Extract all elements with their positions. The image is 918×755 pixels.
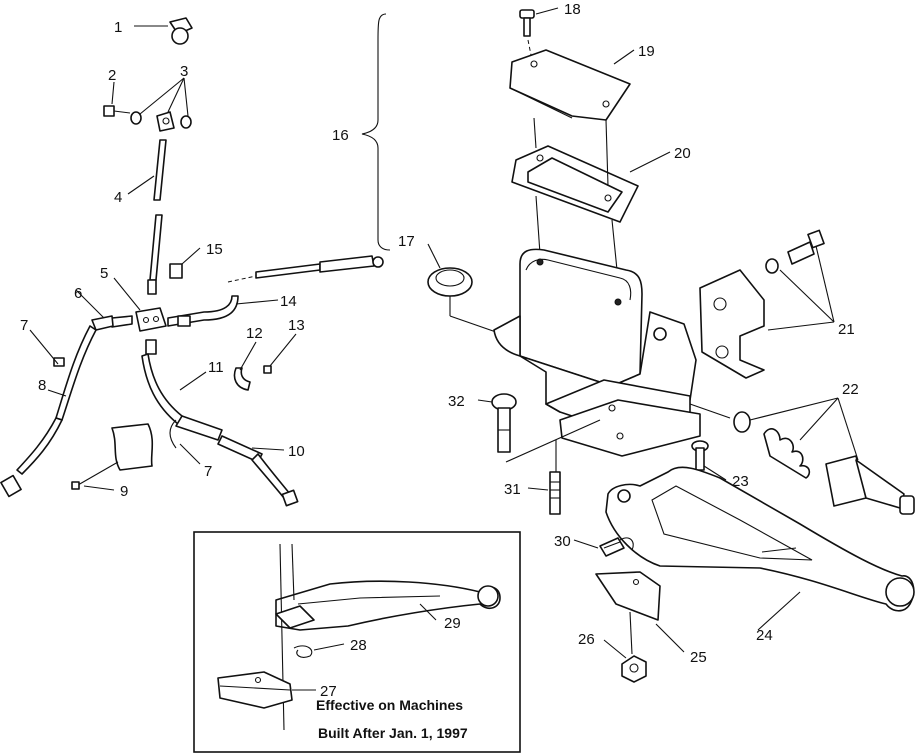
callout-17: 17 (398, 233, 415, 250)
part-19-reservoir-cover (509, 49, 631, 121)
callout-4: 4 (114, 189, 122, 206)
part-26-nut (621, 655, 647, 683)
callout-7-lower: 7 (204, 463, 212, 480)
part-18-screw (519, 9, 535, 61)
part-20-gasket (511, 145, 639, 223)
part-15-fitting (169, 263, 183, 279)
brake-line-assembly (0, 17, 384, 507)
part-4-brake-hose (147, 139, 167, 295)
master-cylinder-body (493, 248, 701, 457)
inset-panel: Effective on Machines Built After Jan. 1… (193, 531, 521, 753)
callout-7: 7 (20, 317, 28, 334)
part-2-bolt (103, 105, 131, 117)
callout-24: 24 (756, 627, 773, 644)
part-28-spring-clip (275, 605, 315, 658)
callout-27: 27 (320, 683, 337, 700)
part-21-clamp (699, 229, 825, 379)
callout-6: 6 (74, 285, 82, 302)
callout-28: 28 (350, 637, 367, 654)
callout-19: 19 (638, 43, 655, 60)
part-9-bracket (71, 423, 154, 490)
callout-21: 21 (838, 321, 855, 338)
callout-numbers: 1 2 3 4 5 6 7 8 9 10 11 12 13 14 15 16 1… (20, 1, 859, 700)
callout-22: 22 (842, 381, 859, 398)
part-23-pivot-pin (691, 440, 709, 471)
part-32-bolt (491, 393, 517, 453)
part-14-brake-line (167, 295, 239, 327)
callout-14: 14 (280, 293, 297, 310)
part-29-inset-lever (275, 580, 501, 631)
callout-3: 3 (180, 63, 188, 80)
part-10-11-right-hose (141, 339, 299, 507)
part-24-brake-lever (605, 466, 915, 612)
callout-30: 30 (554, 533, 571, 550)
callout-20: 20 (674, 145, 691, 162)
callout-26: 26 (578, 631, 595, 648)
callout-15: 15 (206, 241, 223, 258)
callout-18: 18 (564, 1, 581, 18)
part-17-seal (427, 267, 473, 297)
part-3-washers (130, 111, 192, 132)
part-5-junction-block (135, 307, 167, 332)
callout-11: 11 (208, 359, 224, 376)
callout-13: 13 (288, 317, 305, 334)
callout-29: 29 (444, 615, 461, 632)
part-22-piston-kit (733, 411, 915, 515)
part-12-hose-end (233, 367, 251, 391)
part-25-lever-block (595, 571, 661, 621)
leader-lines (29, 7, 859, 691)
callout-2: 2 (108, 67, 116, 84)
callout-10: 10 (288, 443, 305, 460)
callout-12: 12 (246, 325, 263, 342)
callout-31: 31 (504, 481, 521, 498)
callout-16: 16 (332, 127, 349, 144)
part-31-bolt (549, 471, 561, 515)
callout-5: 5 (100, 265, 108, 282)
callout-8: 8 (38, 377, 46, 394)
brake-cable (227, 255, 384, 283)
part-13-clip (263, 365, 272, 374)
callout-32: 32 (448, 393, 465, 410)
part-27-inset-block (217, 671, 293, 709)
part-6-8-left-hose (0, 315, 133, 498)
callout-1: 1 (114, 19, 122, 36)
master-cylinder-assembly (361, 9, 915, 683)
part-30-spring (599, 537, 634, 557)
inset-note-line1: Effective on Machines (316, 697, 463, 713)
callout-23: 23 (732, 473, 749, 490)
callout-9: 9 (120, 483, 128, 500)
callout-25: 25 (690, 649, 707, 666)
inset-note-line2: Built After Jan. 1, 1997 (318, 725, 468, 741)
part-1-banjo-fitting (169, 17, 193, 45)
